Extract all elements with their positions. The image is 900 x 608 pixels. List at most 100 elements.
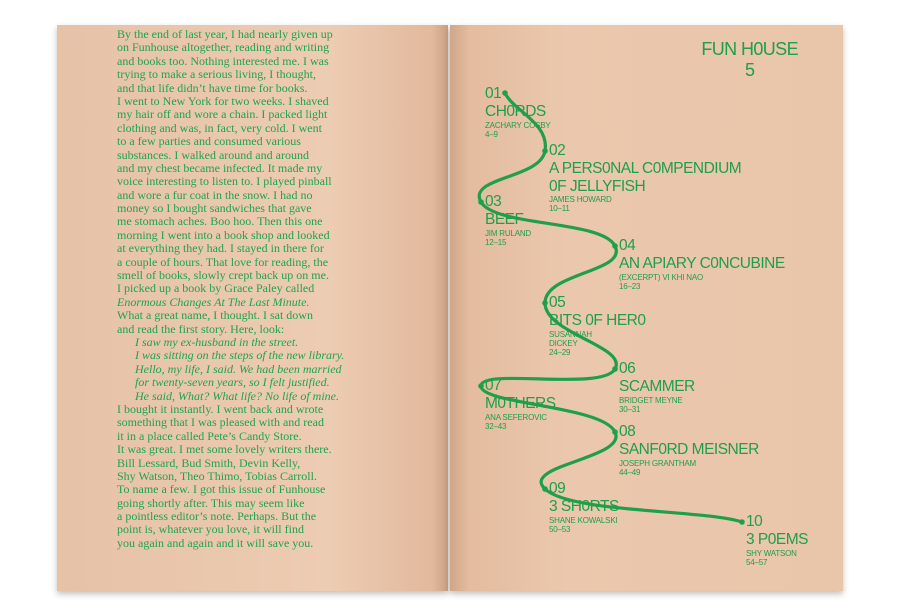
text-line: and wore a fur coat in the snow. I had n…: [117, 187, 313, 202]
entry-author: BRIDGET MEYNE: [619, 395, 683, 405]
text-line: and read the first story. Here, look:: [117, 321, 285, 336]
entry-number: 07: [485, 377, 502, 394]
entry-author: JOSEPH GRANTHAM: [619, 458, 697, 468]
book-title: Enormous Changes At The Last Minute.: [117, 294, 310, 309]
text-line: going shortly after. This may seem like: [117, 495, 305, 510]
path-segment: [477, 91, 744, 524]
entry-title: BEEF: [485, 211, 524, 228]
entry-author: DICKEY: [549, 338, 578, 348]
path-dot: [542, 300, 548, 306]
entry-pages: 12–15: [485, 237, 507, 247]
entry-pages: 4–9: [485, 129, 498, 139]
entry-title: A PERS0NAL C0MPENDIUM: [549, 160, 742, 177]
entry-pages: 50–53: [549, 524, 571, 534]
entry-pages: 10–11: [549, 204, 570, 214]
entry-pages: 16–23: [619, 281, 641, 291]
text-line: me stomach aches. Boo hoo. Then this one: [117, 214, 323, 229]
entry-number: 03: [485, 193, 502, 210]
entry-author: SHY WATSON: [746, 548, 797, 558]
text-block: By the end of last year, I had nearly gi…: [117, 27, 344, 296]
entry-number: 10: [746, 513, 763, 530]
text-line: I picked up a book by Grace Paley called: [117, 281, 315, 296]
entry-pages: 24–29: [549, 348, 571, 357]
left-page-editors-note: By the end of last year, I had nearly gi…: [57, 25, 448, 591]
entry-author: SHANE KOWALSKI: [549, 515, 618, 525]
text-line: I bought it instantly. I went back and w…: [117, 401, 324, 416]
entry-number: 04: [619, 237, 636, 254]
magazine-title: FUN H0USE: [701, 39, 798, 59]
entry-title: 3 P0EMS: [746, 531, 808, 548]
text-line: and that life didn’t have time for books…: [117, 80, 308, 95]
text-line: at everything they had. I stayed in ther…: [117, 241, 324, 256]
entry-author: ZACHARY COSBY: [485, 120, 551, 130]
path-dot: [478, 199, 484, 205]
text-line: trying to make a serious living, I thoug…: [117, 67, 316, 82]
text-line: a pointless editor’s note. Perhaps. But …: [117, 509, 317, 524]
quote-line: I saw my ex-husband in the street.: [135, 334, 299, 349]
text-line: it in a place called Pete’s Candy Store.: [117, 428, 302, 443]
text-line: By the end of last year, I had nearly gi…: [117, 27, 333, 41]
entry-number: 06: [619, 360, 636, 377]
entry-author: JIM RULAND: [485, 228, 532, 238]
path-dot: [612, 429, 618, 435]
entry-number: 01: [485, 85, 502, 102]
entry-title: CH0RDS: [485, 103, 546, 120]
text-block: I bought it instantly. I went back and w…: [117, 401, 344, 550]
entry-author: JAMES HOWARD: [549, 195, 612, 205]
text-line: clothing and was, in fact, very cold. I …: [117, 120, 322, 135]
text-line: I went to New York for two weeks. I shav…: [117, 93, 329, 108]
text-line: something that I was pleased with and re…: [117, 415, 324, 430]
entry-author: (EXCERPT) VI KHI NAO: [619, 272, 704, 282]
quote-line: I was sitting on the steps of the new li…: [135, 348, 345, 363]
text-line: point is, whatever you love, it will fin…: [117, 522, 304, 537]
text-line: my hair off and wore a chain. I packed l…: [117, 107, 328, 122]
editors-note-text: By the end of last year, I had nearly gi…: [117, 27, 345, 550]
text-line: Bill Lessard, Bud Smith, Devin Kelly,: [117, 455, 301, 470]
quote-line: Hello, my life, I said. We had been marr…: [135, 361, 342, 376]
text-line: smell of books, slowly crept back up on …: [117, 268, 329, 283]
quote-block: I saw my ex-husband in the street.I was …: [117, 334, 345, 403]
entry-author: SUSANNAH: [549, 329, 592, 339]
entry-number: 02: [549, 142, 566, 159]
text-block: What a great name, I thought. I sat down…: [117, 308, 344, 336]
hand-drawn-path: [477, 90, 745, 525]
path-dot: [542, 148, 548, 154]
path-dot: [542, 486, 548, 492]
entry-pages: 30–31: [619, 404, 641, 414]
entry-title: 0F JELLYFISH: [549, 177, 646, 195]
text-line: voice interesting to listen to. I played…: [117, 174, 332, 189]
entry-title: M0THERS: [485, 395, 556, 412]
issue-number: 5: [744, 60, 755, 80]
path-dot: [502, 90, 508, 96]
entry-number: 08: [619, 423, 636, 440]
text-line: What a great name, I thought. I sat down: [117, 308, 313, 323]
entry-author: ANA SEFEROVIC: [485, 412, 547, 422]
text-line: and my chest became infected. It made my: [117, 160, 323, 175]
quote-line: He said, What? What life? No life of min…: [135, 388, 339, 403]
masthead: FUN H0USE 5: [701, 39, 798, 81]
entry-number: 09: [549, 480, 566, 497]
text-line: on Funhouse altogether, reading and writ…: [117, 40, 330, 55]
text-line: substances. I walked around and around: [117, 147, 309, 162]
entry-pages: 54–57: [746, 557, 768, 567]
text-line: To name a few. I got this issue of Funho…: [117, 482, 326, 497]
entry-pages: 32–43: [485, 421, 507, 431]
path-dot: [478, 383, 484, 389]
path-dot: [612, 366, 618, 372]
entry-pages: 44–49: [619, 467, 641, 477]
text-line: Shy Watson, Theo Thimo, Tobias Carroll.: [117, 468, 317, 483]
entry-title: SCAMMER: [619, 378, 695, 395]
text-line: and books too. Nothing interested me. I …: [117, 53, 329, 68]
text-line: It was great. I met some lovely writers …: [117, 442, 332, 457]
entry-title: BITS 0F HER0: [549, 312, 646, 329]
path-dot: [612, 243, 618, 249]
